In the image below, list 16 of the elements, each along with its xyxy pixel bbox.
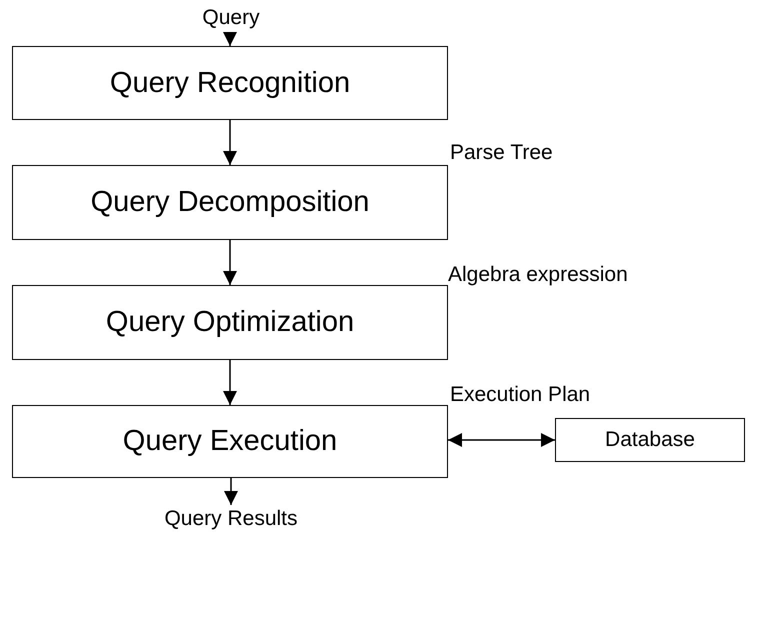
process-box: Database [555,418,745,462]
flow-text: Query [181,2,281,34]
arrow [223,120,237,165]
arrow [224,478,238,505]
process-box: Query Optimization [12,285,448,360]
process-box: Query Recognition [12,46,448,120]
arrow [223,360,237,405]
note-text: Parse Tree [450,140,553,166]
process-box: Query Execution [12,405,448,478]
note-text: Algebra expression [448,262,628,288]
note-text: Execution Plan [450,382,590,408]
process-box: Query Decomposition [12,165,448,240]
arrow [223,240,237,285]
flow-text: Query Results [121,505,341,533]
arrow [223,32,237,46]
arrow [448,433,555,447]
